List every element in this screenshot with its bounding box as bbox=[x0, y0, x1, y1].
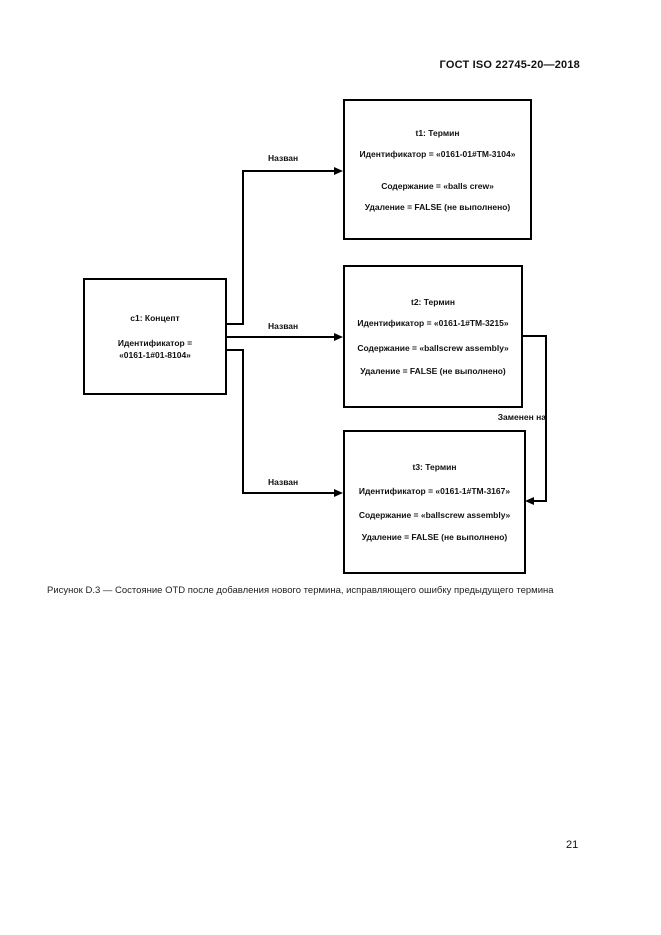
term-t1-identifier: Идентификатор = «0161-01#TM-3104» bbox=[359, 148, 516, 159]
arrowhead-to-t1 bbox=[334, 167, 343, 175]
term-t2-title: t2: Термин bbox=[411, 297, 455, 307]
term-t3-deletion: Удаление = FALSE (не выполнено) bbox=[361, 532, 508, 542]
term-t2-identifier: Идентификатор = «0161-1#TM-3215» bbox=[357, 318, 509, 328]
edge-label-named-t1: Назван bbox=[268, 153, 299, 163]
page-number: 21 bbox=[566, 839, 579, 851]
edge-label-replaced-by: Заменен на bbox=[497, 412, 546, 422]
term-t1-title: t1: Термин bbox=[415, 127, 460, 138]
document-header: ГОСТ ISO 22745-20—2018 bbox=[439, 59, 580, 71]
term-t1-deletion: Удаление = FALSE (не выполнено) bbox=[364, 201, 511, 212]
term-t3-content: Содержание = «ballscrew assembly» bbox=[358, 510, 511, 520]
term-box-t3: t3: Термин Идентификатор = «0161-1#TM-31… bbox=[343, 430, 526, 574]
term-t1-content: Содержание = «balls crew» bbox=[381, 180, 494, 191]
term-t3-identifier: Идентификатор = «0161-1#TM-3167» bbox=[358, 486, 511, 496]
term-t2-deletion: Удаление = FALSE (не выполнено) bbox=[360, 366, 506, 376]
term-box-t1: t1: Термин Идентификатор = «0161-01#TM-3… bbox=[343, 99, 532, 240]
term-box-t2: t2: Термин Идентификатор = «0161-1#TM-32… bbox=[343, 265, 523, 408]
arrowhead-to-t3 bbox=[334, 489, 343, 497]
concept-identifier-label: Идентификатор = bbox=[117, 338, 193, 348]
concept-title: c1: Концепт bbox=[130, 313, 180, 323]
figure-caption: Рисунок D.3 — Состояние OTD после добавл… bbox=[47, 585, 554, 596]
term-t3-title: t3: Термин bbox=[412, 462, 457, 472]
edge-label-named-t2: Назван bbox=[268, 321, 299, 331]
concept-identifier-value: «0161-1#01-8104» bbox=[119, 349, 191, 360]
term-t2-content: Содержание = «ballscrew assembly» bbox=[357, 343, 509, 353]
arrowhead-replaced-by bbox=[525, 497, 534, 505]
arrowhead-to-t2 bbox=[334, 333, 343, 341]
concept-identifier: Идентификатор = «0161-1#01-8104» bbox=[118, 338, 192, 361]
edge-label-named-t3: Назван bbox=[268, 477, 299, 487]
concept-box-c1: c1: Концепт Идентификатор = «0161-1#01-8… bbox=[83, 278, 227, 395]
